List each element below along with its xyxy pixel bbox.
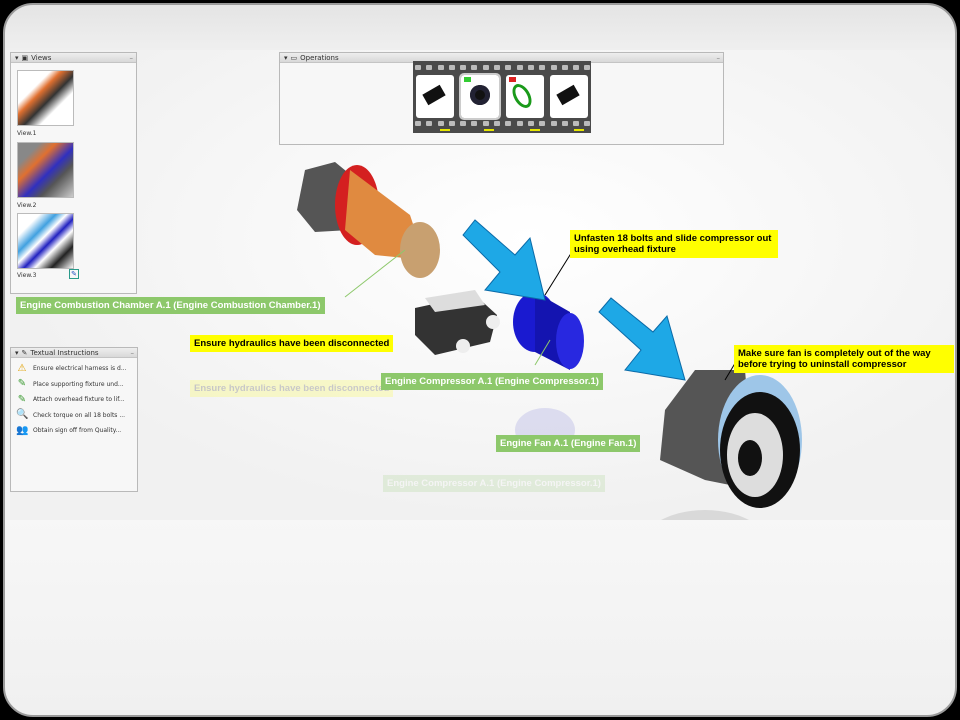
operation-frame-2[interactable] (459, 73, 501, 120)
instructions-icon: ✎ (21, 348, 28, 357)
instruction-text: Check torque on all 18 bolts ... (33, 411, 126, 419)
operation-frame-4[interactable] (550, 75, 588, 118)
operations-panel: ▾▭Operations – (279, 52, 724, 145)
panel-title: Views (31, 53, 52, 62)
collapse-icon[interactable]: ▾ (15, 348, 19, 357)
view-label: View.1 (17, 130, 37, 137)
note-fan[interactable]: Make sure fan is completely out of the w… (734, 345, 954, 373)
minimize-button[interactable]: – (130, 348, 135, 357)
compressor[interactable] (513, 292, 584, 370)
warning-icon: ⚠ (17, 362, 27, 374)
note-unfasten-bolts[interactable]: Unfasten 18 bolts and slide compressor o… (570, 230, 778, 258)
minimize-button[interactable]: – (716, 53, 721, 62)
instruction-item[interactable]: ✎ Attach overhead fixture to lif... (11, 392, 137, 408)
operations-filmstrip (413, 61, 591, 133)
panel-title: Textual Instructions (30, 348, 99, 357)
minimize-button[interactable]: – (129, 53, 134, 62)
collapse-icon[interactable]: ▾ (284, 53, 288, 62)
label-combustion-chamber[interactable]: Engine Combustion Chamber A.1 (Engine Co… (16, 297, 325, 314)
views-icon: ▣ (21, 53, 29, 62)
view-thumbnail-1[interactable] (17, 70, 74, 126)
reflection: Ensure hydraulics have been disconnected (190, 380, 394, 397)
edit-note-icon: ✎ (17, 393, 27, 405)
views-panel: ▾▣Views – View.1 View.2 View.3 ✎ (10, 52, 137, 294)
instruction-text: Obtain sign off from Quality... (33, 427, 122, 435)
direction-arrow (598, 297, 686, 381)
textual-instructions-panel: ▾✎Textual Instructions– ⚠Ensure electric… (10, 347, 138, 492)
combustion-chamber[interactable] (297, 162, 440, 278)
label-fan[interactable]: Engine Fan A.1 (Engine Fan.1) (496, 435, 641, 452)
instruction-text: Ensure electrical harness is d... (33, 365, 127, 373)
operation-frame-3[interactable] (506, 75, 544, 118)
engine-fan[interactable] (660, 370, 802, 508)
panel-title: Operations (300, 53, 339, 62)
view-thumbnail-2[interactable] (17, 142, 74, 198)
magnifier-icon: 🔍 (16, 409, 29, 421)
hydraulic-block[interactable] (415, 290, 500, 355)
label-compressor[interactable]: Engine Compressor A.1 (Engine Compressor… (381, 373, 603, 390)
film-icon: ▭ (290, 53, 298, 62)
window-frame: Ensure hydraulics have been disconnected… (3, 3, 957, 717)
view-label: View.3 (17, 272, 37, 279)
instruction-text: Place supporting fixture und... (33, 380, 124, 388)
collapse-icon[interactable]: ▾ (15, 53, 19, 62)
note-hydraulics[interactable]: Ensure hydraulics have been disconnected (190, 335, 394, 352)
direction-arrow (462, 219, 546, 301)
instruction-item[interactable]: ⚠ Ensure electrical harness is d... (11, 361, 137, 377)
instruction-item[interactable]: 👥 Obtain sign off from Quality... (11, 423, 137, 439)
edit-note-icon: ✎ (17, 378, 27, 390)
edit-view-icon[interactable]: ✎ (69, 269, 79, 279)
view-label: View.2 (17, 202, 37, 209)
view-thumbnail-3[interactable] (17, 213, 74, 269)
reflection: Engine Compressor A.1 (Engine Compressor… (383, 475, 605, 492)
operation-frame-1[interactable] (416, 75, 454, 118)
instruction-item[interactable]: 🔍 Check torque on all 18 bolts ... (11, 408, 137, 424)
instruction-text: Attach overhead fixture to lif... (33, 396, 125, 404)
users-icon: 👥 (16, 424, 29, 436)
instruction-item[interactable]: ✎ Place supporting fixture und... (11, 377, 137, 393)
